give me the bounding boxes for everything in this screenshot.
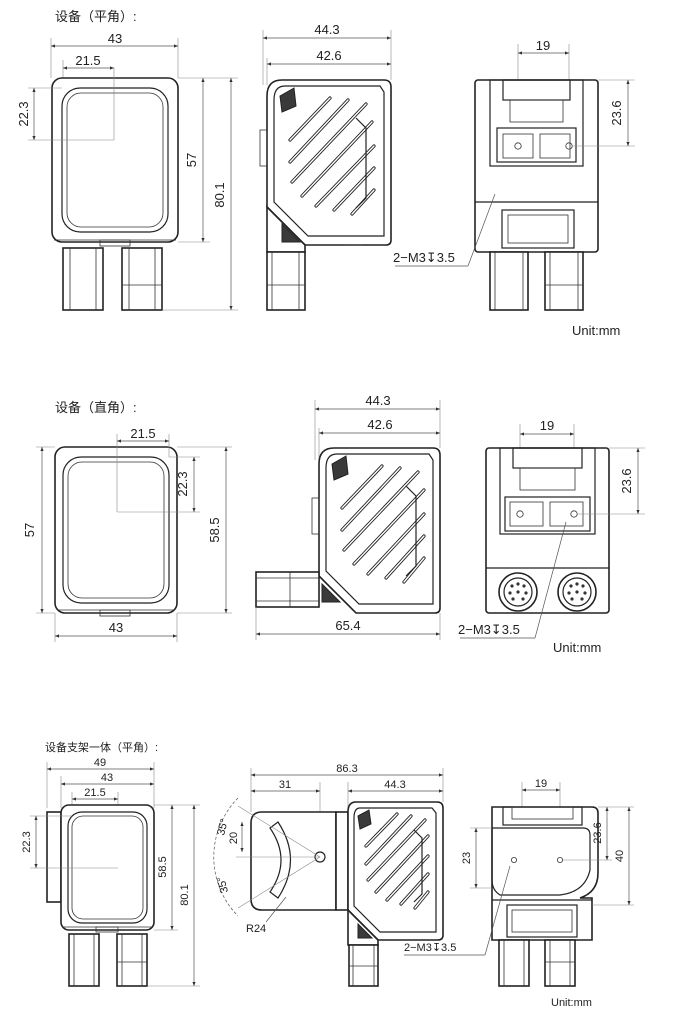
dim-width-outer: 43 [109,620,123,635]
section-caption: 设备（平角）: [55,9,137,24]
dim-window-width: 21.5 [130,426,155,441]
dim-hole-spacing: 19 [540,418,554,433]
dim-right-height: 40 [614,850,626,862]
dim-depth-body: 42.6 [316,48,341,63]
section-caption: 设备（直角）: [55,400,137,415]
unit-label: Unit:mm [553,640,601,655]
dim-hole-height: 23.6 [619,468,634,493]
mount-hole-left [514,142,522,150]
side-connector [348,944,379,987]
angle-top: 35° [215,818,231,837]
dim-height-total: 58.5 [207,517,222,542]
dim-left-height: 23 [461,852,473,864]
back-connector-left [489,251,529,311]
section-bracket-flat-angle: 设备支架一体（平角）: 49 43 21.5 22.3 [21,740,634,1009]
connector-left [68,933,100,987]
dim-window-offset: 22.3 [16,101,31,126]
m12-connector-right [557,572,597,612]
dim-height-total: 80.1 [179,884,191,905]
section-right-angle: 设备（直角）: 21.5 22.3 57 58.5 [22,393,645,655]
dim-height-body: 58.5 [157,856,169,877]
side-view: 86.3 31 44.3 35° 35° 20 R24 [213,763,444,987]
mount-hole-right [557,857,564,864]
connector-left [62,247,104,311]
connector-right [116,933,148,987]
dim-hole-height: 23.6 [592,822,604,843]
dim-window-width: 21.5 [84,787,105,799]
side-connector-horizontal [255,571,320,608]
dim-depth-total: 44.3 [314,22,339,37]
camera-front-body [60,804,155,931]
section-caption: 设备支架一体（平角）: [45,740,158,754]
dim-window-offset: 22.3 [175,471,190,496]
mount-hole-left [516,510,524,518]
camera-front-body [54,446,178,614]
dim-hole-spacing: 19 [536,38,550,53]
heat-sink-ribs [340,464,426,584]
dim-window-width: 21.5 [75,53,100,68]
dim-height-total: 80.1 [212,182,227,207]
bracket-slot [269,821,292,899]
m12-connector-left [498,572,538,612]
front-view: 49 43 21.5 22.3 [21,757,200,987]
dim-bracket-length: 31 [279,779,291,791]
dim-length-connector: 65.4 [335,618,360,633]
dim-width-outer: 43 [101,772,113,784]
side-view: 44.3 42.6 [255,393,441,640]
front-view: 43 21.5 22.3 57 80.1 [16,31,238,311]
bracket-body [250,811,337,911]
camera-back-body [491,806,599,941]
mount-hole-left [510,857,517,864]
dim-depth-total: 44.3 [384,779,405,791]
bracket-plate [46,811,62,903]
dim-length-total: 86.3 [336,763,357,775]
unit-label: Unit:mm [572,323,620,338]
back-view: 19 23.6 2−M3↧3.5 [393,38,635,311]
dim-window-offset: 22.3 [21,831,33,852]
screw-label: 2−M3↧3.5 [404,942,456,954]
front-view: 21.5 22.3 57 58.5 43 [22,426,232,642]
screw-label: 2−M3↧3.5 [458,622,520,637]
screw-label: 2−M3↧3.5 [393,250,455,265]
side-view: 44.3 42.6 [259,22,392,311]
back-connector-right [544,939,576,987]
back-connector-left [498,939,530,987]
heat-sink-ribs [288,96,376,216]
back-view: 19 23 23.6 40 [404,778,634,987]
radius-label: R24 [246,923,266,935]
camera-front-body [51,77,179,243]
heat-sink-ribs [364,812,430,910]
dim-hole-height: 23.6 [609,100,624,125]
dim-height-body: 57 [184,153,199,167]
dim-small: 20 [228,832,240,844]
back-view: 19 [458,418,645,639]
section-flat-angle: 设备（平角）: 43 21.5 22.3 [16,9,635,338]
dim-width-outer: 43 [108,31,122,46]
angle-bottom: 35° [215,875,231,894]
dim-depth-total: 44.3 [365,393,390,408]
dim-width-bracket: 49 [94,757,106,769]
unit-label: Unit:mm [551,997,592,1009]
dim-depth-body: 42.6 [367,417,392,432]
connector-right [121,247,163,311]
dim-hole-spacing: 19 [535,778,547,790]
dim-height-body: 57 [22,523,37,537]
back-connector-right [544,251,584,311]
